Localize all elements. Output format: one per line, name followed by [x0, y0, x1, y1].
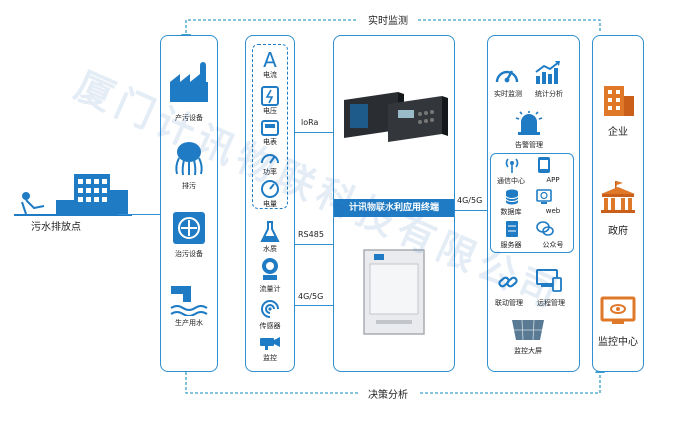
electric-label-2: 电表 — [263, 138, 277, 146]
platform-top-label-1: 统计分析 — [535, 90, 563, 98]
service-label-4: 服务器 — [500, 241, 522, 249]
discharge-icon — [175, 142, 203, 176]
source-label: 污水排放点 — [31, 222, 81, 233]
client-label-1: 政府 — [608, 226, 628, 237]
source-label-3: 生产用水 — [175, 319, 203, 327]
client-label-0: 企业 — [608, 127, 628, 138]
link-icon — [498, 276, 518, 288]
monitor-center-icon — [600, 296, 636, 324]
electric-label-4: 电量 — [263, 200, 277, 208]
sewage-outlet-icon — [14, 174, 132, 216]
platform-top-label-0: 实时监测 — [494, 90, 522, 98]
database-icon — [505, 189, 519, 205]
voltage-icon — [261, 86, 279, 106]
server-icon — [506, 221, 518, 237]
source-connector — [118, 214, 162, 216]
rs485-connector — [295, 244, 333, 246]
rs485-label: RS485 — [297, 230, 325, 239]
meter-icon — [261, 120, 279, 136]
sensor-icon — [261, 300, 279, 318]
platform-bottom-label-1: 远程管理 — [537, 299, 565, 307]
top-arrow-label: 实时监测 — [358, 12, 418, 27]
4g5g-right-connector — [455, 210, 487, 212]
wechat-icon — [536, 221, 554, 236]
current-icon: A — [263, 48, 277, 70]
treatment-icon — [173, 212, 205, 244]
gauge-icon — [495, 70, 519, 83]
flowmeter-icon — [262, 258, 278, 280]
service-label-0: 通信中心 — [497, 177, 525, 185]
cabinet-image — [363, 249, 425, 335]
government-icon — [601, 181, 635, 213]
signal-icon — [505, 158, 519, 173]
electric-group-frame — [252, 44, 288, 209]
electric-label-1: 电压 — [263, 107, 277, 115]
other-label-2: 传感器 — [259, 322, 281, 330]
source-label-0: 产污设备 — [175, 114, 203, 122]
factory-icon — [170, 62, 208, 102]
chart-icon — [535, 61, 560, 84]
remote-icon — [536, 269, 562, 292]
alarm-icon — [515, 111, 543, 135]
lora-label: loRa — [300, 118, 320, 127]
client-label-2: 监控中心 — [598, 337, 638, 348]
service-label-2: 数据库 — [500, 208, 522, 216]
bottom-arrow-label: 决策分析 — [358, 386, 418, 401]
enterprise-icon — [604, 86, 634, 116]
terminal-title: 计讯物联水利应用终端 — [334, 199, 454, 217]
source-label-2: 治污设备 — [175, 250, 203, 258]
web-icon — [536, 189, 552, 204]
water-pipe-icon — [170, 286, 208, 316]
electric-label-0: 电流 — [263, 71, 277, 79]
platform-alarm-label: 告警管理 — [515, 141, 543, 149]
service-grid-frame — [490, 153, 574, 253]
4g5g-right-label: 4G/5G — [456, 196, 484, 205]
svg-text:A: A — [263, 48, 277, 70]
platform-panel — [487, 35, 580, 372]
service-label-1: APP — [546, 176, 560, 184]
platform-screen-label: 监控大屏 — [514, 347, 542, 355]
4g5g-left-connector — [295, 305, 333, 307]
electric-label-3: 功率 — [263, 168, 277, 176]
service-label-5: 公众号 — [542, 241, 564, 249]
lora-connector — [295, 132, 333, 134]
big-screen-icon — [512, 319, 544, 341]
other-label-0: 水质 — [263, 245, 277, 253]
water-quality-icon — [260, 221, 280, 242]
other-label-1: 流量计 — [259, 285, 281, 293]
service-label-3: web — [545, 207, 561, 215]
power-icon — [261, 154, 279, 164]
other-label-3: 监控 — [263, 354, 277, 362]
app-icon — [538, 157, 550, 173]
camera-icon — [260, 337, 280, 350]
4g5g-left-label: 4G/5G — [297, 292, 325, 301]
source-label-1: 排污 — [182, 182, 196, 190]
energy-icon — [261, 180, 279, 198]
platform-bottom-label-0: 联动管理 — [495, 299, 523, 307]
rtu-device-image — [344, 92, 448, 142]
